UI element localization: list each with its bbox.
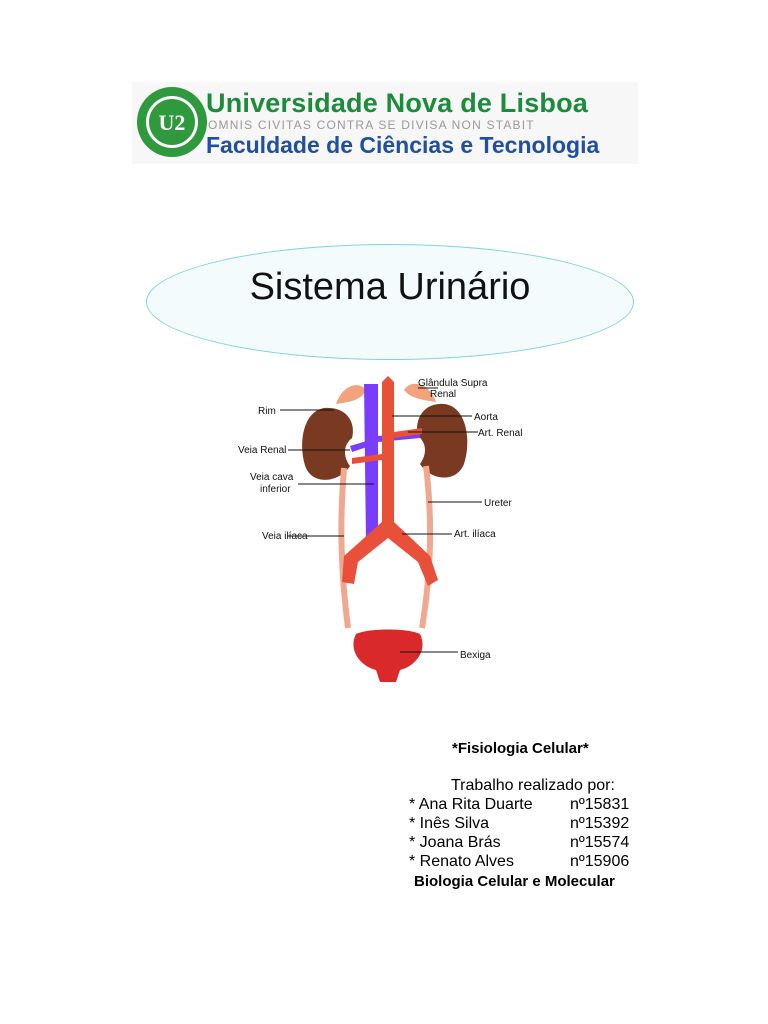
label-iliac-vein: Veia ilíaca <box>262 531 308 542</box>
right-kidney <box>417 403 468 478</box>
right-ureter <box>419 465 434 629</box>
label-adrenal-line2: Renal <box>430 389 456 400</box>
student-name: * Inês Silva <box>409 815 490 832</box>
label-bladder: Bexiga <box>460 650 491 661</box>
university-header: U2 Universidade Nova de Lisboa OMNIS CIV… <box>132 82 638 164</box>
label-renal-vein: Veia Renal <box>238 445 286 456</box>
university-seal-logo: U2 <box>137 87 207 157</box>
label-vena-cava-line2: inferior <box>260 484 291 495</box>
university-motto: OMNIS CIVITAS CONTRA SE DIVISA NON STABI… <box>208 118 535 132</box>
iliac-arteries <box>342 522 438 586</box>
label-vena-cava-line1: Veia cava <box>250 472 294 483</box>
label-iliac-artery: Art. ilíaca <box>454 529 496 540</box>
student-number: nº15392 <box>570 815 630 832</box>
label-aorta: Aorta <box>474 412 498 423</box>
student-name: * Joana Brás <box>409 834 501 851</box>
student-name: * Ana Rita Duarte <box>409 796 533 813</box>
label-adrenal-line1: Glândula Supra <box>418 378 488 389</box>
made-by-label: Trabalho realizado por: <box>451 777 615 794</box>
bladder <box>353 629 423 682</box>
faculty-name: Faculdade de Ciências e Tecnologia <box>206 132 600 158</box>
student-row: * Joana Brás nº15574 <box>409 834 649 853</box>
seal-text: U2 <box>159 110 186 135</box>
student-number: nº15574 <box>570 834 630 851</box>
left-ureter <box>338 467 351 629</box>
student-name: * Renato Alves <box>409 853 514 870</box>
left-adrenal-gland <box>336 385 366 404</box>
student-row: * Inês Silva nº15392 <box>409 815 649 834</box>
student-row: * Ana Rita Duarte nº15831 <box>409 796 649 815</box>
urinary-system-diagram: Glândula Supra Renal Rim Aorta Art. Rena… <box>238 376 522 682</box>
student-row: * Renato Alves nº15906 <box>409 853 649 872</box>
student-number: nº15906 <box>570 853 630 870</box>
renal-veins <box>350 432 420 452</box>
right-adrenal-gland <box>404 383 436 402</box>
left-kidney <box>302 407 353 480</box>
degree-name: Biologia Celular e Molecular <box>414 873 615 890</box>
page-title: Sistema Urinário <box>249 266 531 308</box>
student-number: nº15831 <box>570 796 630 813</box>
title-ellipse <box>146 244 634 360</box>
label-ureter: Ureter <box>484 498 512 509</box>
university-name: Universidade Nova de Lisboa <box>206 88 589 118</box>
vena-cava <box>364 384 378 542</box>
aorta <box>382 376 394 526</box>
course-title: *Fisiologia Celular* <box>452 740 589 757</box>
label-renal-artery: Art. Renal <box>478 428 522 439</box>
student-list: * Ana Rita Duarte nº15831 * Inês Silva n… <box>409 796 649 872</box>
label-kidney: Rim <box>258 406 276 417</box>
